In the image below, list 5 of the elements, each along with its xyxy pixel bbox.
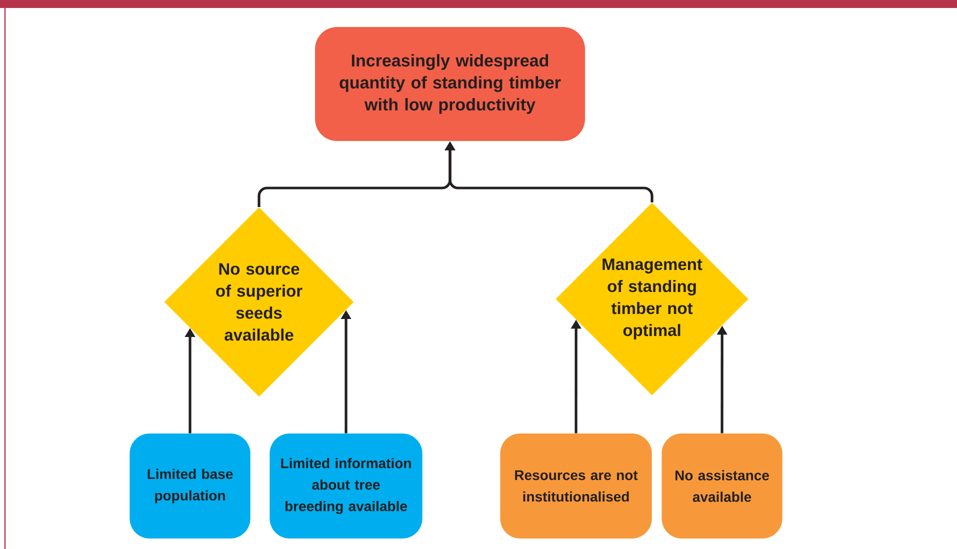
root-cause-box: Resources are not institutionalised	[500, 434, 652, 538]
root-cause-box: Limited base population	[130, 434, 250, 538]
root-cause-box: Limited information about tree breeding available	[270, 434, 422, 538]
root-cause-box: No assistance available	[662, 434, 782, 538]
effect-box: Increasingly widespread quantity of standing timber with low productivity	[315, 27, 585, 141]
